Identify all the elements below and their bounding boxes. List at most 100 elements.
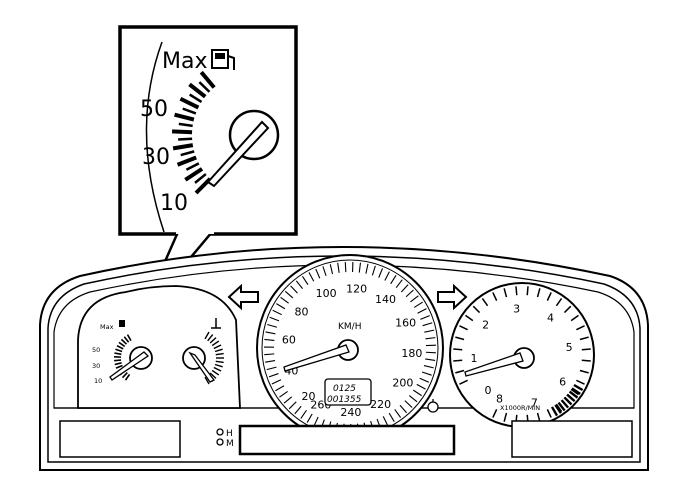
speed-label: 240 xyxy=(340,406,361,419)
speed-tick xyxy=(264,353,275,356)
speed-tick xyxy=(271,379,282,385)
tach-tick xyxy=(555,298,563,307)
fuel-tick xyxy=(124,373,131,381)
fuel-scale-10: 10 xyxy=(94,377,102,385)
tach-label: 5 xyxy=(566,341,573,354)
speed-tick xyxy=(417,308,427,314)
speed-tick xyxy=(365,263,369,274)
fuel-scale-50: 50 xyxy=(92,346,100,354)
speed-tick xyxy=(265,360,276,363)
tach-tick xyxy=(536,412,541,422)
speed-tick xyxy=(266,366,277,371)
tach-label: 8 xyxy=(496,392,503,405)
speed-tick xyxy=(290,285,298,294)
speed-tick xyxy=(300,409,307,419)
tach-redline-tick xyxy=(571,387,581,395)
right-display-panel xyxy=(511,420,633,458)
speed-label: 160 xyxy=(395,317,416,330)
tach-unit-label: X1000R/MIN xyxy=(500,404,540,412)
speed-tick xyxy=(422,322,433,327)
speed-tick xyxy=(425,358,436,361)
speed-label: 80 xyxy=(294,305,308,318)
fuel-max-label: Max xyxy=(100,323,114,331)
tach-tick xyxy=(576,325,585,331)
odometer-reading: 001355 xyxy=(327,395,362,405)
temp-tick xyxy=(204,376,210,385)
tach-needle xyxy=(464,352,524,377)
speed-label: 60 xyxy=(282,334,296,347)
fuel-gauge: Max 50 30 10 xyxy=(92,320,153,385)
tach-label: 6 xyxy=(559,376,566,389)
temp-tick xyxy=(211,369,220,376)
speed-tick xyxy=(265,331,276,335)
speed-tick xyxy=(425,351,436,354)
fuel-tick xyxy=(121,372,128,379)
speed-tick xyxy=(272,309,282,316)
temp-tick xyxy=(209,372,217,379)
temp-tick xyxy=(214,363,223,368)
tach-tick xyxy=(472,305,481,314)
tach-tick xyxy=(455,336,465,341)
speed-tick xyxy=(269,316,280,322)
speed-tick xyxy=(294,405,302,415)
tach-label: 2 xyxy=(482,319,489,332)
tach-label: 4 xyxy=(547,311,554,324)
center-display-panel xyxy=(238,424,456,456)
speed-tick xyxy=(301,276,309,285)
speed-tick xyxy=(313,416,319,427)
speed-unit-label: KM/H xyxy=(338,322,361,332)
fuel-tick xyxy=(115,364,123,369)
speed-label: 100 xyxy=(316,287,337,300)
speed-tick xyxy=(288,401,297,410)
fuel-tick xyxy=(116,344,124,350)
callout-max-label: Max xyxy=(162,49,207,74)
callout-tick xyxy=(178,137,193,141)
tach-tick xyxy=(546,409,552,418)
speed-tick xyxy=(322,266,327,277)
callout-tick xyxy=(184,167,204,182)
tach-label: 7 xyxy=(531,396,538,409)
fuel-tick xyxy=(114,362,122,366)
fuel-tick xyxy=(118,341,126,348)
tach-redline-tick xyxy=(557,401,566,412)
speed-needle xyxy=(283,344,350,372)
fuel-needle xyxy=(109,351,150,381)
tach-tick xyxy=(579,369,589,374)
speed-tick xyxy=(280,296,289,304)
speed-tick xyxy=(267,323,278,328)
fuel-scale-30: 30 xyxy=(92,362,100,370)
callout-tick xyxy=(198,81,211,93)
tach-tick xyxy=(563,305,572,314)
speed-tick xyxy=(399,404,407,414)
fuel-tick xyxy=(115,348,123,353)
speed-tick xyxy=(329,264,334,275)
temp-tick xyxy=(214,348,223,353)
speed-tick xyxy=(405,289,414,298)
callout-tick xyxy=(194,173,207,184)
thermometer-icon xyxy=(211,318,221,329)
tach-tick xyxy=(492,409,498,418)
tach-tick xyxy=(503,412,508,422)
temp-tick xyxy=(215,360,224,364)
callout-dial-arc xyxy=(145,41,165,233)
speed-label: 20 xyxy=(302,390,316,403)
temp-tick xyxy=(207,334,214,342)
tach-tick xyxy=(492,292,498,301)
temp-tick xyxy=(213,344,222,350)
tach-redline-tick xyxy=(573,383,584,392)
temp-tick xyxy=(215,352,224,356)
right-turn-arrow-icon xyxy=(437,283,468,311)
tach-tick xyxy=(515,286,518,296)
speed-tick xyxy=(408,395,418,403)
speed-label: 140 xyxy=(375,293,396,306)
speed-tick xyxy=(284,290,294,299)
speed-tick xyxy=(279,390,288,398)
service-lamp-icon xyxy=(427,399,439,413)
speed-tick xyxy=(306,413,313,423)
tach-redline-tick xyxy=(550,406,559,417)
temp-tick xyxy=(213,366,222,372)
tach-tick xyxy=(570,314,579,322)
tach-tick xyxy=(526,286,529,296)
